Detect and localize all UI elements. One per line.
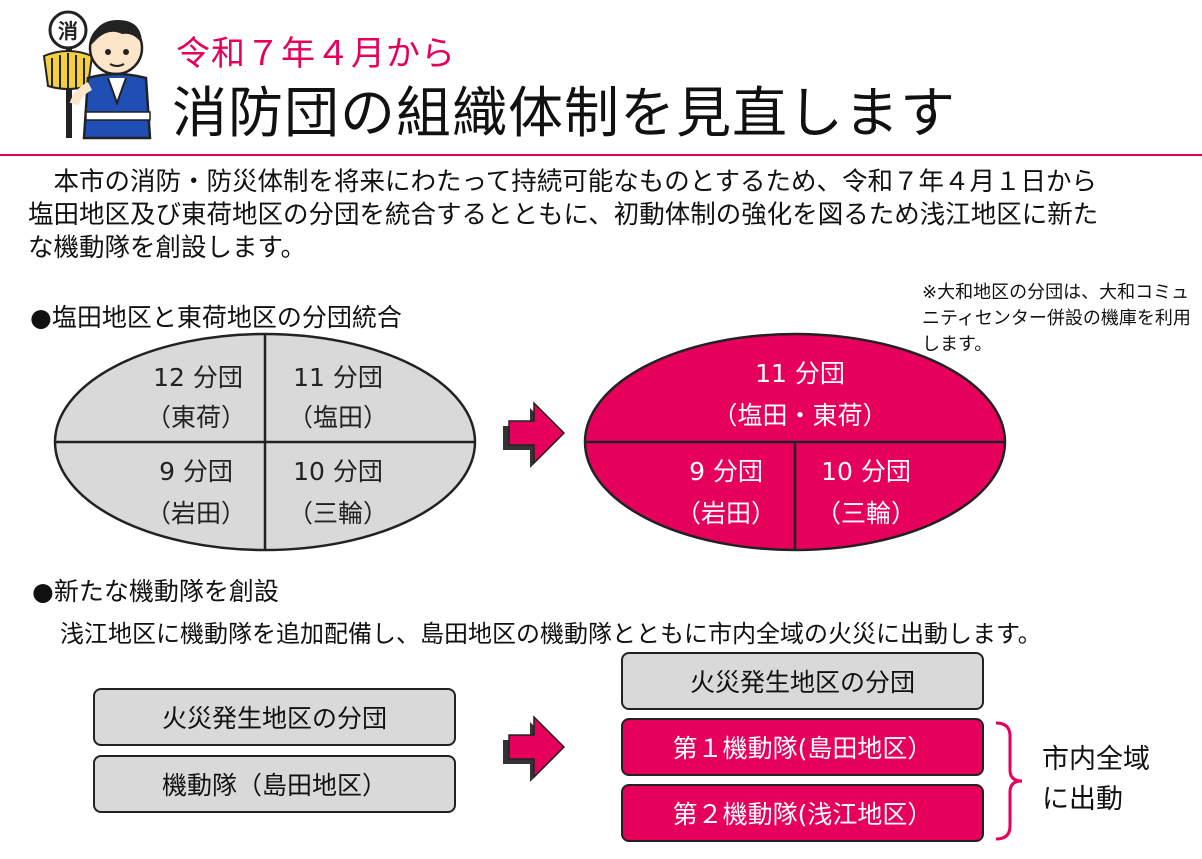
header-kicker: 令和７年４月から xyxy=(176,34,456,74)
before-unit-name: 12 分団 xyxy=(153,363,243,392)
intro-line-1: 本市の消防・防災体制を将来にわたって持続可能なものとするため、令和７年４月１日か… xyxy=(28,167,1097,197)
before-unit-area: （三輪） xyxy=(288,499,388,528)
intro-paragraph: 本市の消防・防災体制を将来にわたって持続可能なものとするため、令和７年４月１日か… xyxy=(28,166,1200,265)
after-unit-name: 10 分団 xyxy=(821,457,911,486)
dispatch-line-2: に出動 xyxy=(1042,784,1123,815)
before-unit-name: 10 分団 xyxy=(293,457,383,486)
before-unit-area: （東荷） xyxy=(146,403,246,432)
intro-line-2: 塩田地区及び東荷地区の分団を統合するとともに、初動体制の強化を図るため浅江地区に… xyxy=(28,200,1099,230)
before-unit-area: （岩田） xyxy=(146,499,246,528)
after-oval: 11 分団 （塩田・東荷） 9 分団 （岩田） 10 分団 （三輪） xyxy=(583,332,1007,552)
arrow-right-icon xyxy=(503,715,566,782)
after-unit-area: （岩田） xyxy=(676,499,776,528)
firefighter-mascot-illustration: 消 xyxy=(42,10,152,140)
section-heading-merge: ●塩田地区と東荷地区の分団統合 xyxy=(30,303,402,332)
after-unit-name: 11 分団 xyxy=(755,359,845,388)
after-box-mobile-unit-1: 第１機動隊(島田地区） xyxy=(621,718,984,776)
before-box: 火災発生地区の分団 xyxy=(93,688,456,746)
merge-diagram: 12 分団 （東荷） 11 分団 （塩田） 9 分団 （岩田） 10 分団 （三… xyxy=(53,332,1007,552)
intro-line-3: な機動隊を創設します。 xyxy=(28,233,306,263)
footnote-yamato: ※大和地区の分団は、大和コミュニティセンター併設の機庫を利用します。 xyxy=(922,282,1191,355)
before-unit-name: 9 分団 xyxy=(159,457,233,486)
section-heading-mobile-unit: ●新たな機動隊を創設 xyxy=(32,577,279,606)
mascot-badge-text: 消 xyxy=(58,19,78,43)
before-oval: 12 分団 （東荷） 11 分団 （塩田） 9 分団 （岩田） 10 分団 （三… xyxy=(53,332,477,552)
after-unit-name: 9 分団 xyxy=(689,457,763,486)
brace-icon xyxy=(995,721,1023,841)
dispatch-line-1: 市内全域 xyxy=(1042,744,1150,775)
after-unit-area: （三輪） xyxy=(816,499,916,528)
section-description-mobile-unit: 浅江地区に機動隊を追加配備し、島田地区の機動隊とともに市内全域の火災に出動します… xyxy=(60,620,1042,648)
header-divider xyxy=(0,154,1202,156)
before-unit-name: 11 分団 xyxy=(293,363,383,392)
after-box-mobile-unit-2: 第２機動隊(浅江地区） xyxy=(621,784,984,842)
after-box: 火災発生地区の分団 xyxy=(621,652,984,710)
before-unit-area: （塩田） xyxy=(288,403,388,432)
after-unit-area: （塩田・東荷） xyxy=(712,401,887,430)
before-box: 機動隊（島田地区） xyxy=(93,755,456,813)
arrow-right-icon xyxy=(503,401,566,468)
dispatch-label: 市内全域 に出動 xyxy=(1042,740,1172,820)
page-title: 消防団の組織体制を見直します xyxy=(172,81,957,145)
